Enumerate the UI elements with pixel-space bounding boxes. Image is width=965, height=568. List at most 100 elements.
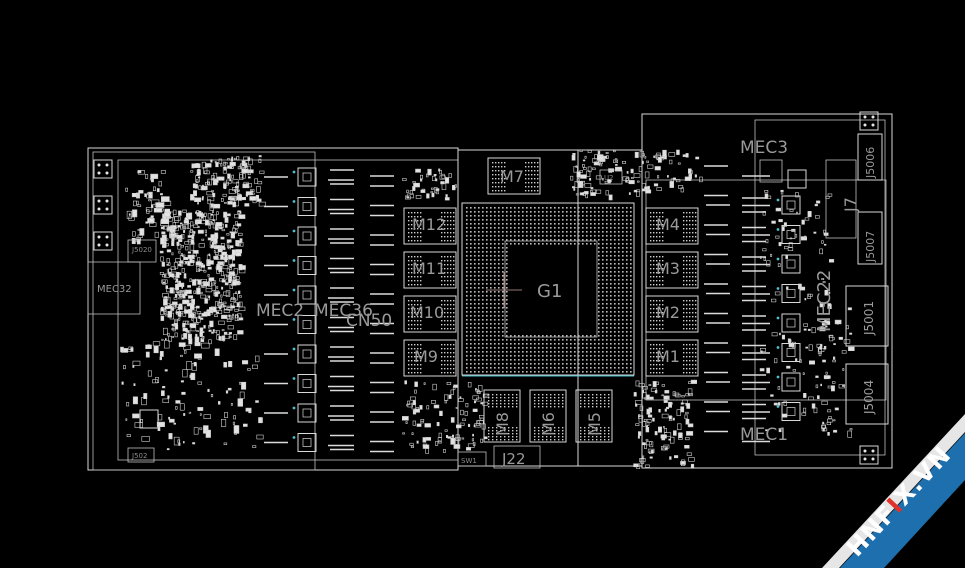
bga-ball bbox=[510, 219, 512, 221]
memory-chip-m10[interactable]: M10 bbox=[403, 295, 457, 333]
bga-ball bbox=[490, 371, 492, 373]
memory-chip-m6[interactable]: M6 bbox=[529, 389, 567, 443]
m7-label: M7 bbox=[500, 167, 524, 186]
memory-chip-m4[interactable]: M4 bbox=[645, 207, 699, 245]
bga-ball bbox=[622, 295, 624, 297]
bga-ball bbox=[522, 239, 524, 241]
bga-ball bbox=[490, 251, 492, 253]
bga-ball bbox=[514, 343, 516, 345]
mec2-label: MEC2 bbox=[256, 301, 304, 321]
bga-ball bbox=[602, 247, 604, 249]
bga-ball bbox=[610, 355, 612, 357]
memory-chip-m11[interactable]: M11 bbox=[403, 251, 457, 289]
vrm-right-phases bbox=[704, 165, 801, 443]
bga-ball bbox=[470, 319, 472, 321]
bga-ball bbox=[482, 351, 484, 353]
bga-ball bbox=[570, 351, 572, 353]
memory-chip-m2[interactable]: M2 bbox=[645, 295, 699, 333]
memory-chip-m1[interactable]: M1 bbox=[645, 339, 699, 377]
bga-ball bbox=[510, 243, 512, 245]
bga-ball bbox=[514, 359, 516, 361]
bga-ball bbox=[482, 331, 484, 333]
bga-ball bbox=[614, 275, 616, 277]
bga-ball bbox=[530, 343, 532, 345]
bga-ball bbox=[550, 223, 552, 225]
bga-ball bbox=[470, 223, 472, 225]
memory-chip-m5[interactable]: M5 bbox=[575, 389, 613, 443]
bga-ball bbox=[570, 219, 572, 221]
bga-ball bbox=[590, 351, 592, 353]
bga-ball bbox=[506, 291, 508, 293]
bga-ball bbox=[610, 315, 612, 317]
bga-ball bbox=[614, 235, 616, 237]
bga-ball bbox=[542, 367, 544, 369]
bga-ball bbox=[626, 311, 628, 313]
bga-ball bbox=[630, 255, 632, 257]
bga-ball bbox=[490, 307, 492, 309]
bga-ball bbox=[514, 363, 516, 365]
bga-ball bbox=[578, 339, 580, 341]
bga-ball bbox=[606, 251, 608, 253]
cn50-label: CN50 bbox=[346, 311, 392, 331]
bga-ball bbox=[598, 355, 600, 357]
right-connectors[interactable]: J5001 J5004 J5006 J5007 J7 bbox=[825, 133, 889, 425]
memory-chip-m7[interactable]: M7 bbox=[487, 157, 541, 195]
bga-ball bbox=[566, 227, 568, 229]
memory-chip-m12[interactable]: M12 bbox=[403, 207, 457, 245]
bga-ball bbox=[502, 283, 504, 285]
bga-ball bbox=[478, 327, 480, 329]
bga-ball bbox=[574, 343, 576, 345]
bga-ball bbox=[466, 319, 468, 321]
bga-ball bbox=[602, 291, 604, 293]
bga-ball bbox=[482, 283, 484, 285]
bga-ball bbox=[614, 359, 616, 361]
mec36-label: MEC36 bbox=[314, 301, 373, 321]
bga-ball bbox=[466, 247, 468, 249]
bga-ball bbox=[466, 331, 468, 333]
bga-ball bbox=[482, 259, 484, 261]
bga-ball bbox=[474, 255, 476, 257]
bga-ball bbox=[506, 283, 508, 285]
bga-ball bbox=[602, 359, 604, 361]
bga-ball bbox=[622, 247, 624, 249]
bga-ball bbox=[494, 351, 496, 353]
bga-ball bbox=[530, 371, 532, 373]
bga-ball bbox=[598, 307, 600, 309]
bga-ball bbox=[618, 227, 620, 229]
memory-chip-m3[interactable]: M3 bbox=[645, 251, 699, 289]
bga-ball bbox=[518, 363, 520, 365]
bga-ball bbox=[602, 235, 604, 237]
bga-ball bbox=[494, 355, 496, 357]
j5006-label: J5006 bbox=[864, 147, 877, 179]
bga-ball bbox=[538, 371, 540, 373]
bga-ball bbox=[486, 363, 488, 365]
bga-ball bbox=[622, 267, 624, 269]
bga-ball bbox=[474, 291, 476, 293]
bga-ball bbox=[626, 323, 628, 325]
bga-ball bbox=[466, 275, 468, 277]
memory-chip-m8[interactable]: M8 bbox=[483, 389, 521, 443]
gpu-g1[interactable]: G1 bbox=[461, 202, 635, 377]
bga-ball bbox=[626, 259, 628, 261]
bga-ball bbox=[482, 255, 484, 257]
bga-ball bbox=[570, 239, 572, 241]
bga-ball bbox=[534, 371, 536, 373]
bga-ball bbox=[486, 331, 488, 333]
bga-ball bbox=[486, 247, 488, 249]
bga-ball bbox=[510, 367, 512, 369]
bga-ball bbox=[466, 315, 468, 317]
bga-ball bbox=[602, 283, 604, 285]
bga-ball bbox=[486, 299, 488, 301]
bga-ball bbox=[614, 215, 616, 217]
bga-ball bbox=[626, 343, 628, 345]
bga-ball bbox=[490, 315, 492, 317]
bga-ball bbox=[622, 303, 624, 305]
bga-ball bbox=[510, 355, 512, 357]
bga-ball bbox=[482, 311, 484, 313]
bga-ball bbox=[526, 219, 528, 221]
memory-chip-m9[interactable]: M9 bbox=[403, 339, 457, 377]
bga-ball bbox=[606, 359, 608, 361]
bga-ball bbox=[626, 279, 628, 281]
